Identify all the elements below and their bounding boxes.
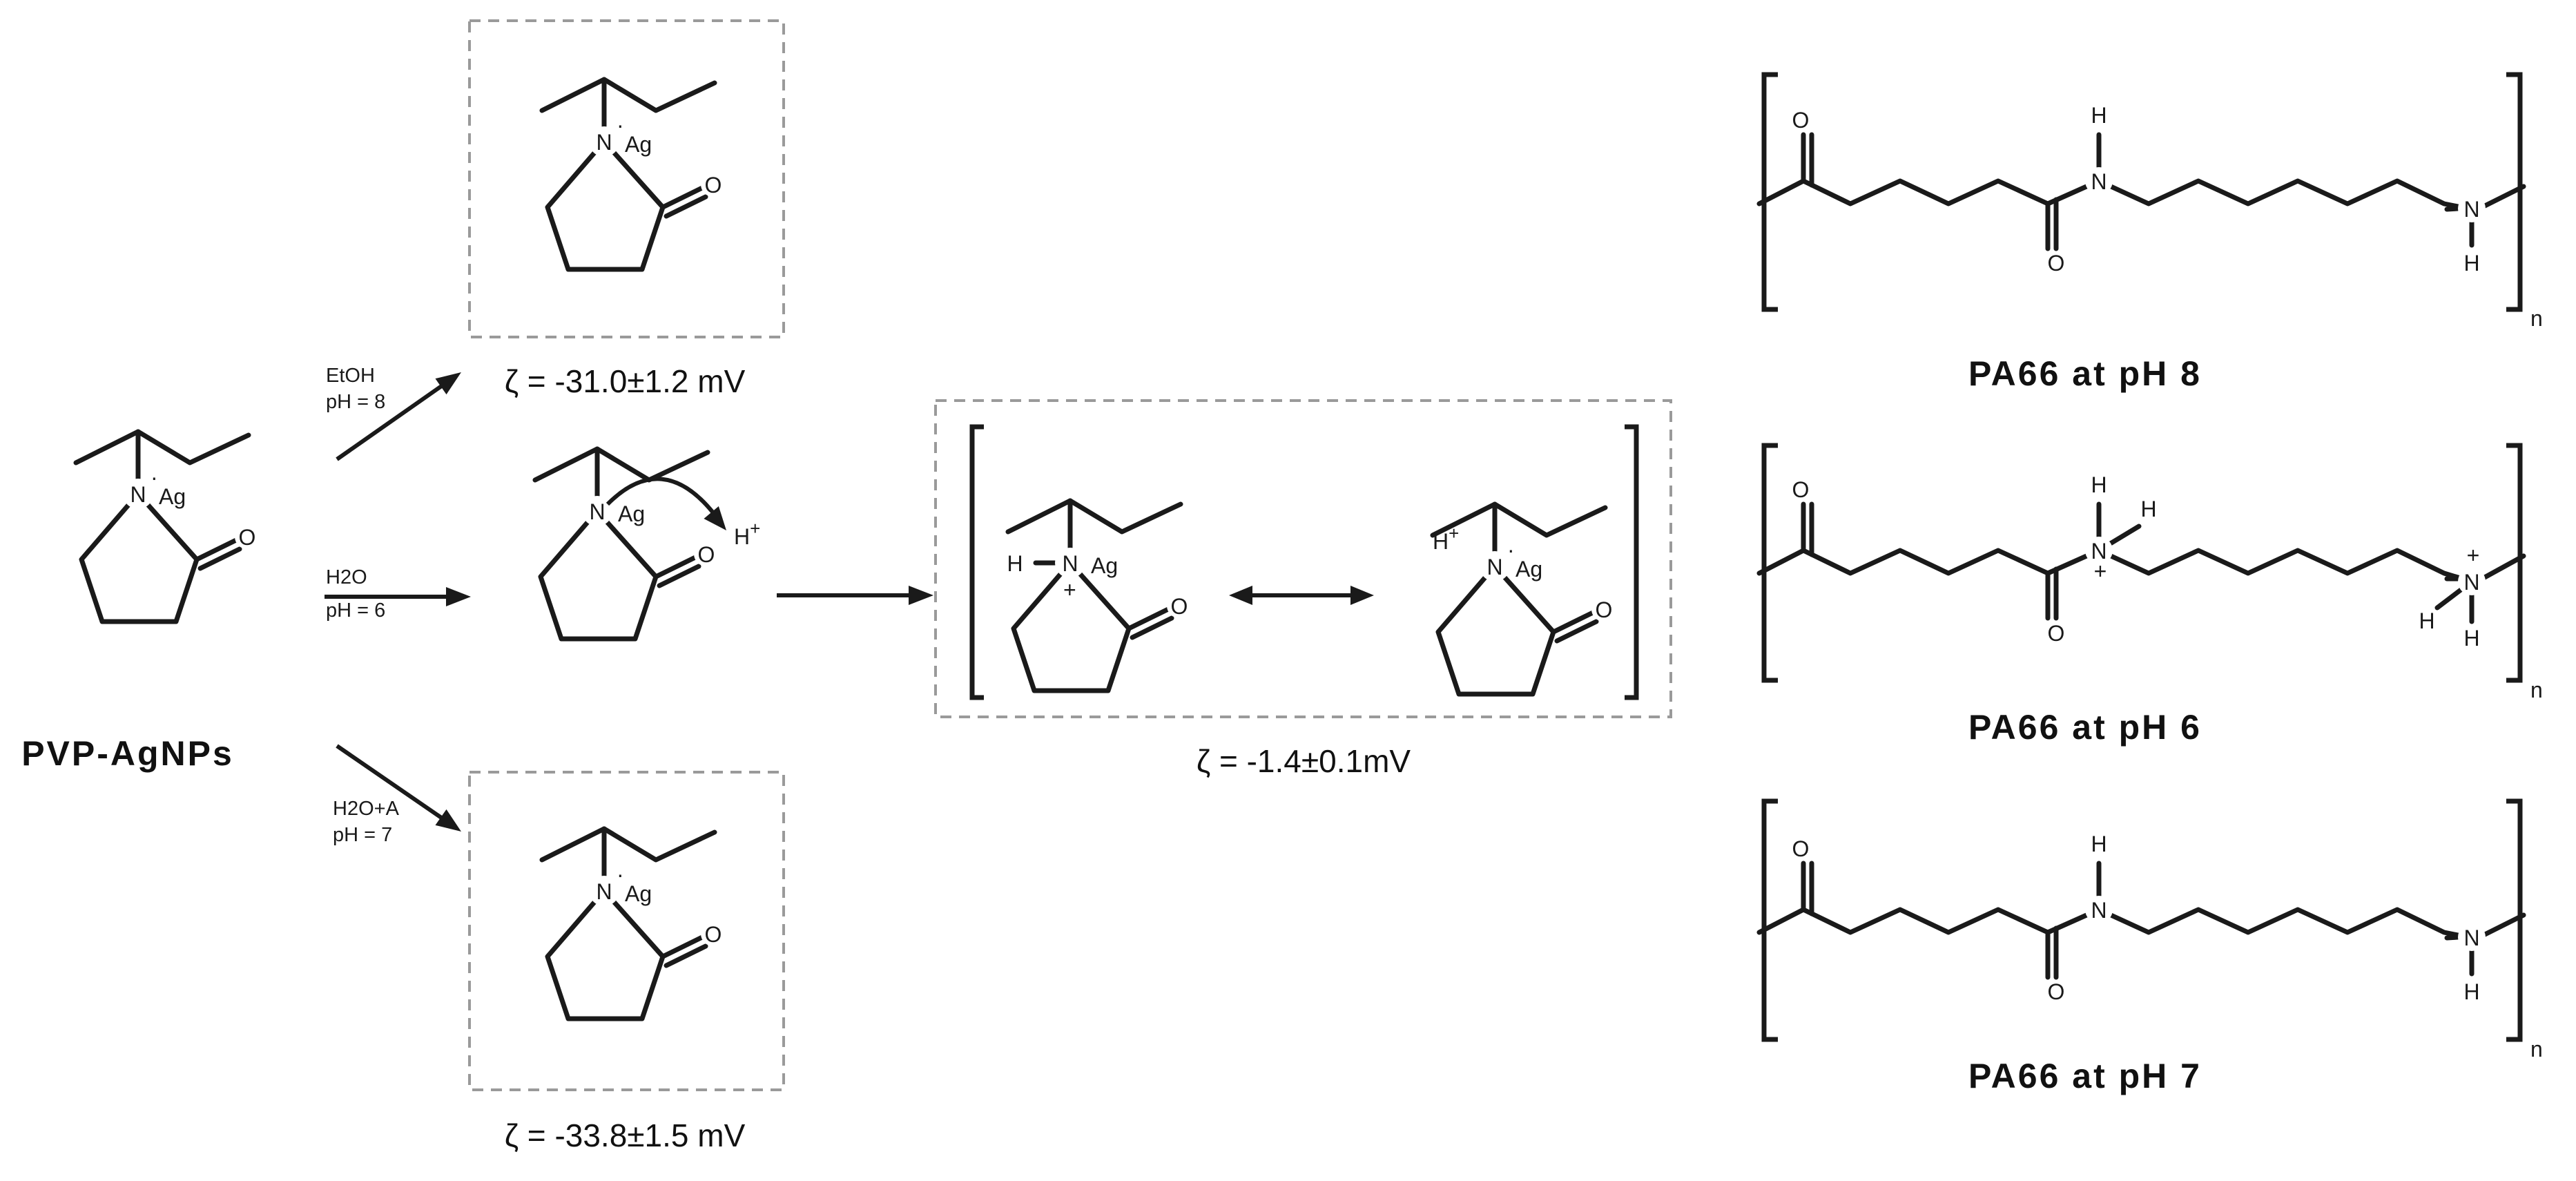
ethanol-pathway: EtOH pH = 8 [326, 365, 461, 461]
reaction-arrow [336, 380, 449, 461]
atom-hydrogen: H [2091, 832, 2107, 856]
atom-oxygen: O [239, 525, 256, 550]
arrow-head [909, 586, 933, 605]
ethanol-product: N · Ag O ζ = -31.0±1.2 mV [468, 19, 785, 399]
radical-nitrogen-form: N · Ag O H+ [1433, 504, 1616, 694]
zeta-potential: ζ = -31.0±1.2 mV [505, 363, 746, 399]
right-bracket [1625, 424, 1639, 700]
polymer-caption: PA66 at pH 7 [1968, 1057, 2202, 1095]
atom-oxygen: O [1596, 597, 1613, 622]
reactant-label: PVP-AgNPs [21, 734, 234, 773]
condition-solvent: H2O [326, 566, 367, 588]
atom-nitrogen: N [1062, 551, 1078, 576]
atom-oxygen: O [2048, 621, 2065, 646]
repeat-subscript: n [2530, 1037, 2543, 1062]
atom-nitrogen: N [2091, 898, 2107, 923]
atom-silver: Ag [1515, 557, 1542, 582]
water-acid-pathway: H2O+A pH = 7 [333, 744, 461, 846]
positive-charge: + [2094, 559, 2107, 584]
pa66-ph7: O O H N N H n PA66 at pH 7 [1756, 798, 2543, 1095]
proton-label: H+ [734, 518, 760, 549]
repeat-subscript: n [2530, 306, 2543, 331]
pa66-ph6: O O H H N + N + H H n PA66 at pH 6 [1756, 443, 2543, 747]
water-intermediate: N Ag O H+ [535, 449, 760, 639]
polymer-caption: PA66 at pH 8 [1968, 354, 2202, 393]
atom-oxygen: O [1792, 108, 1810, 133]
radical-dot: · [1507, 537, 1515, 562]
curved-arrow [606, 477, 717, 516]
atom-silver: Ag [625, 881, 652, 906]
water-acid-product: N · Ag O ζ = -33.8±1.5 mV [468, 771, 785, 1153]
atom-nitrogen: N [589, 499, 605, 524]
atom-oxygen: O [1792, 477, 1810, 502]
atom-silver: Ag [618, 501, 645, 526]
atom-hydrogen: H [2091, 472, 2107, 497]
atom-nitrogen: N [2091, 169, 2107, 194]
atom-oxygen: O [698, 542, 715, 567]
reaction-arrow [336, 744, 449, 824]
atom-nitrogen: N [1486, 555, 1502, 579]
atom-nitrogen: N [2463, 570, 2479, 595]
zeta-potential: ζ = -33.8±1.5 mV [505, 1117, 746, 1153]
condition-solvent: EtOH [326, 365, 375, 387]
atom-nitrogen: N [2463, 925, 2479, 950]
radical-dot: · [151, 465, 158, 490]
atom-hydrogen: H [2091, 103, 2107, 128]
atom-nitrogen: N [2463, 197, 2479, 222]
atom-nitrogen: N [596, 130, 612, 155]
condition-solvent: H2O+A [333, 798, 400, 820]
condition-ph: pH = 8 [326, 391, 385, 413]
atom-nitrogen: N [130, 482, 146, 507]
atom-oxygen: O [705, 173, 722, 198]
atom-oxygen: O [1171, 594, 1188, 619]
atom-oxygen: O [705, 922, 722, 947]
product-frame [468, 19, 785, 338]
repeat-subscript: n [2530, 678, 2543, 702]
product-frame [468, 771, 785, 1091]
arrow-head [704, 506, 726, 530]
atom-hydrogen: H [2463, 626, 2479, 651]
zeta-potential: ζ = -1.4±0.1mV [1197, 743, 1411, 779]
pa66-ph8: O O H N N H n PA66 at pH 8 [1756, 72, 2543, 393]
atom-nitrogen: N [596, 879, 612, 904]
atom-oxygen: O [1792, 836, 1810, 861]
proton-label: H+ [1433, 523, 1459, 554]
atom-silver: Ag [625, 132, 652, 157]
arrow-head [435, 809, 461, 832]
positive-charge: + [1063, 577, 1076, 602]
atom-oxygen: O [2048, 251, 2065, 276]
product-frame [934, 399, 1672, 718]
pvp-agnps-reactant: N · Ag O PVP-AgNPs [21, 432, 260, 773]
arrow-head [446, 587, 471, 606]
atom-nitrogen: N [2091, 539, 2107, 564]
atom-hydrogen: H [2463, 251, 2479, 276]
atom-oxygen: O [2048, 979, 2065, 1004]
positive-charge: + [2467, 543, 2480, 568]
atom-silver: Ag [159, 484, 186, 509]
left-bracket [969, 424, 984, 700]
condition-ph: pH = 6 [326, 599, 385, 622]
atom-hydrogen: H [2463, 979, 2479, 1004]
atom-hydrogen: H [2419, 608, 2434, 633]
protonated-nitrogen-form: H N Ag + O [1007, 501, 1192, 691]
water-pathway: H2O pH = 6 [325, 566, 471, 622]
radical-dot: · [617, 862, 624, 887]
radical-dot: · [617, 113, 624, 137]
resonance-structures: H N Ag + O N · Ag O H+ ζ = -1.4±0.1mV [934, 399, 1672, 779]
polymer-caption: PA66 at pH 6 [1968, 708, 2202, 747]
arrow-head [435, 372, 461, 395]
atom-silver: Ag [1091, 553, 1118, 578]
arrow-head [1229, 586, 1252, 605]
arrow-head [1350, 586, 1374, 605]
atom-hydrogen: H [2140, 497, 2156, 521]
condition-ph: pH = 7 [333, 824, 392, 846]
atom-hydrogen: H [1007, 551, 1023, 576]
